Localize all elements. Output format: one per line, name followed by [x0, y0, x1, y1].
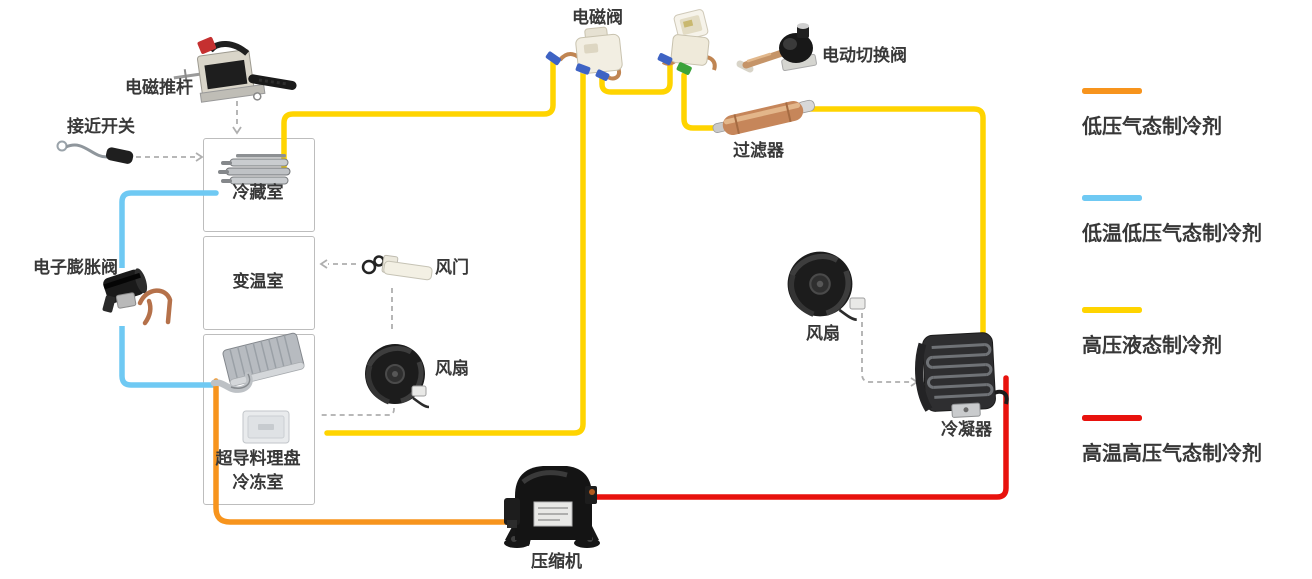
low-pressure-gas-line [213, 378, 515, 525]
legend-swatch-red [1082, 415, 1142, 421]
legend-swatch-orange [1082, 88, 1142, 94]
proximity-switch-label: 接近开关 [67, 117, 135, 136]
electromagnetic-push-rod-image [173, 36, 297, 103]
dashed-arrowheads [195, 126, 919, 387]
freezer-fan-label: 风扇 [435, 359, 469, 378]
refrigerating-chamber-box [203, 138, 315, 232]
superconducting-tray-label: 超导料理盘 [215, 449, 301, 468]
legend-label: 高压液态制冷剂 [1082, 335, 1222, 357]
electromagnetic-push-rod-label: 电磁推杆 [125, 78, 193, 97]
legend-label: 高温高压气态制冷剂 [1082, 443, 1262, 465]
high-temp-high-pressure-gas-line [593, 375, 1009, 500]
refrigerating-chamber-label: 冷藏室 [232, 183, 284, 202]
electronic-expansion-valve-label: 电子膨胀阀 [33, 258, 118, 277]
freezer-fan-image [365, 344, 429, 407]
freezer-evaporator-image [210, 332, 305, 393]
solenoid-valve-image [545, 26, 623, 81]
legend-item-high-temp-high-pressure-gas: 高温高压气态制冷剂 [1082, 415, 1262, 466]
legend-swatch-blue [1082, 195, 1142, 201]
freezer-fan-connector [411, 385, 427, 397]
legend-item-low-temp-low-pressure-gas: 低温低压气态制冷剂 [1082, 195, 1262, 246]
damper-label: 风门 [435, 258, 469, 277]
compressor-image [504, 466, 600, 548]
condenser-image [915, 332, 1009, 418]
electric-switching-valve-image [736, 23, 817, 73]
proximity-switch-image [56, 140, 134, 164]
superconducting-tray-image [242, 410, 290, 444]
legend-label: 低压气态制冷剂 [1082, 116, 1222, 138]
fridge-evaporator-image [218, 154, 291, 185]
condenser-fan-connector [849, 297, 866, 310]
damper-image [361, 254, 433, 281]
legend-item-low-pressure-gas: 低压气态制冷剂 [1082, 88, 1222, 139]
solenoid-valve-label: 电磁阀 [572, 8, 623, 27]
condenser-fan-label: 风扇 [806, 324, 840, 343]
compressor-label: 压缩机 [531, 552, 582, 571]
legend-item-high-pressure-liquid: 高压液态制冷剂 [1082, 307, 1222, 358]
electric-switching-valve-label: 电动切换阀 [822, 46, 907, 65]
filter-label: 过滤器 [733, 141, 784, 160]
variable-temperature-chamber-box [203, 236, 315, 330]
condenser-fan-image [788, 252, 857, 320]
control-dashed-lines [136, 101, 910, 416]
condenser-label: 冷凝器 [941, 420, 992, 439]
solenoid-valve2-image [657, 9, 717, 75]
legend-label: 低温低压气态制冷剂 [1082, 223, 1262, 245]
legend-swatch-yellow [1082, 307, 1142, 313]
variable-temperature-chamber-label: 变温室 [232, 272, 284, 291]
freezer-chamber-label: 冷冻室 [232, 473, 284, 492]
electronic-expansion-valve-image [102, 268, 173, 326]
filter-image [712, 99, 815, 135]
high-pressure-liquid-lines [281, 59, 986, 436]
